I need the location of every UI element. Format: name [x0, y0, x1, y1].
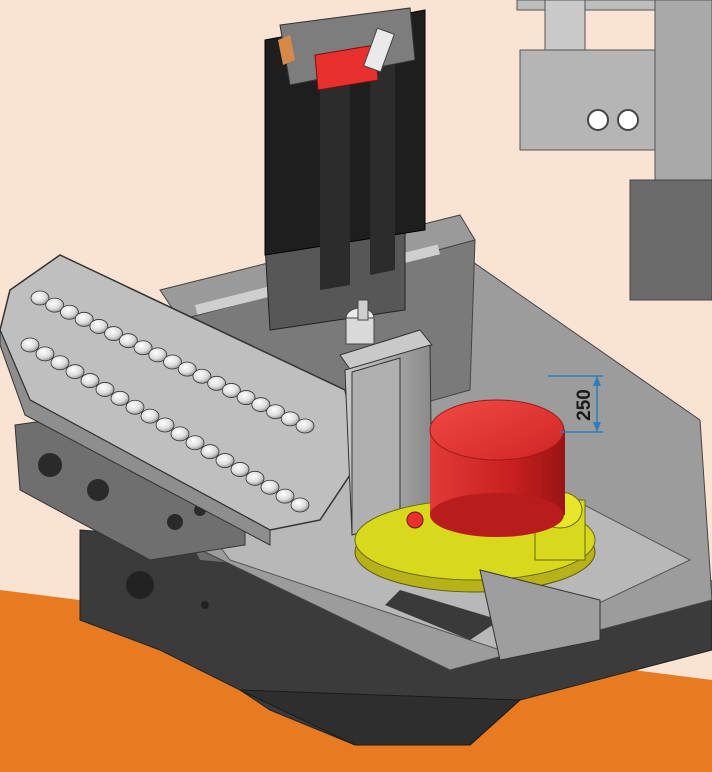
magazine-roller [295, 418, 315, 434]
magazine-roller [30, 290, 50, 306]
magazine-roller [163, 354, 182, 370]
magazine-roller [230, 462, 250, 477]
machine-column [264, 7, 426, 331]
magazine-roller [140, 408, 160, 424]
magazine-roller [251, 397, 271, 413]
magazine-roller [74, 311, 94, 327]
magazine-roller [148, 347, 168, 363]
magazine-roller [45, 297, 65, 313]
magazine-roller [185, 435, 205, 451]
magazine-roller [275, 488, 295, 504]
magazine-roller [50, 355, 70, 371]
tool-magazine [0, 254, 361, 546]
magazine-roller [104, 326, 124, 341]
magazine-roller [260, 479, 280, 495]
magazine-roller [65, 364, 85, 380]
height-dimension: 250 [548, 375, 603, 433]
magazine-roller [35, 346, 55, 362]
magazine-roller [80, 373, 100, 388]
magazine-roller [118, 333, 138, 349]
magazine-roller [192, 368, 212, 384]
magazine-roller [215, 453, 235, 468]
dimension-label: 250 [574, 389, 595, 421]
magazine-roller [245, 470, 265, 486]
magazine-roller [95, 382, 115, 397]
magazine-rollers [20, 290, 315, 513]
magazine-roller [236, 390, 256, 405]
magazine-roller [221, 383, 241, 398]
magazine-roller [133, 340, 153, 356]
magazine-roller [89, 319, 109, 334]
magazine-roller [266, 404, 285, 420]
magazine-roller [177, 361, 197, 377]
magazine-roller [155, 417, 175, 433]
magazine-roller [125, 399, 145, 415]
workpiece-cylinder [406, 399, 565, 537]
magazine-roller [200, 444, 220, 460]
magazine-roller [60, 304, 79, 320]
background-machine [516, 0, 712, 301]
magazine-roller [280, 411, 300, 427]
magazine-roller [110, 390, 130, 406]
magazine-roller [20, 337, 40, 353]
magazine-roller [207, 375, 227, 391]
magazine-roller [170, 426, 190, 442]
magazine-roller [290, 497, 310, 513]
